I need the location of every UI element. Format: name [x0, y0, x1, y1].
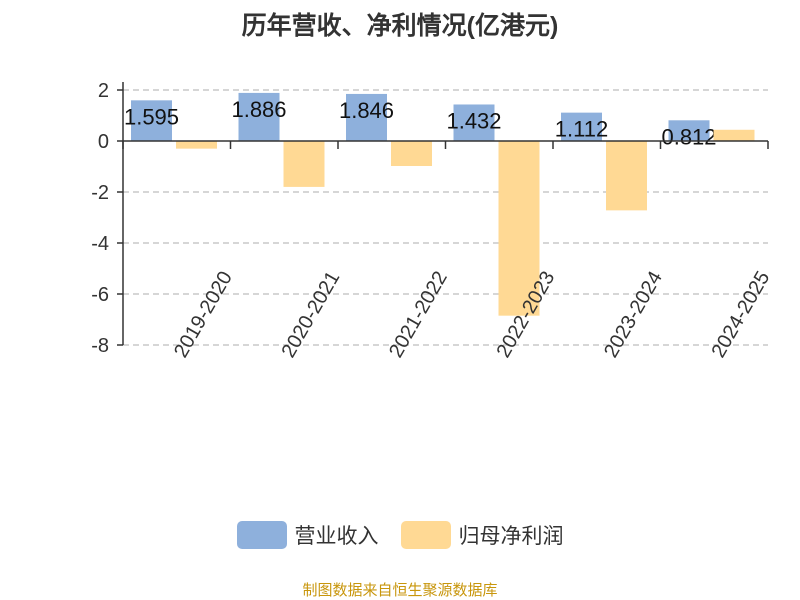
bar-net-profit — [606, 141, 647, 211]
data-source: 制图数据来自恒生聚源数据库 — [302, 582, 498, 599]
legend-swatch-net-profit — [400, 521, 451, 549]
legend: 营业收入 归母净利润 — [0, 520, 800, 550]
y-tick-label: 0 — [98, 131, 109, 153]
data-label: 1.112 — [555, 117, 608, 142]
x-tick-label: 2021-2022 — [385, 268, 452, 362]
y-tick-label: -8 — [91, 335, 109, 357]
x-tick-label: 2020-2021 — [278, 268, 345, 362]
data-label: 1.846 — [339, 98, 394, 123]
bar-net-profit — [498, 141, 540, 316]
data-label: 1.432 — [446, 108, 501, 133]
x-tick-label: 2024-2025 — [708, 268, 775, 362]
data-label: 1.886 — [231, 97, 286, 122]
data-label: 1.595 — [124, 104, 179, 129]
legend-label: 营业收入 — [294, 525, 379, 548]
y-tick-label: -4 — [91, 233, 109, 255]
bar-revenue — [453, 104, 495, 141]
legend-swatch-revenue — [236, 521, 287, 549]
legend-item-revenue[interactable]: 营业收入 — [236, 520, 379, 550]
data-label: 0.812 — [661, 124, 716, 149]
bar-net-profit — [283, 141, 325, 187]
bar-revenue — [131, 100, 172, 141]
bar-revenue — [346, 93, 387, 141]
legend-label: 归母净利润 — [458, 525, 564, 548]
bar-revenue — [668, 120, 710, 141]
x-tick-label: 2019-2020 — [170, 268, 237, 362]
y-tick-label: 2 — [98, 80, 109, 102]
bar-net-profit — [713, 129, 755, 141]
x-tick-label: 2023-2024 — [600, 268, 667, 362]
bar-revenue — [561, 112, 602, 141]
bar-net-profit — [391, 141, 432, 166]
y-tick-label: -2 — [91, 182, 109, 204]
chart-title: 历年营收、净利情况(亿港元) — [241, 12, 559, 40]
bar-net-profit — [176, 141, 217, 149]
legend-item-net-profit[interactable]: 归母净利润 — [400, 520, 564, 550]
y-tick-label: -6 — [91, 284, 109, 306]
bar-revenue — [238, 92, 280, 141]
